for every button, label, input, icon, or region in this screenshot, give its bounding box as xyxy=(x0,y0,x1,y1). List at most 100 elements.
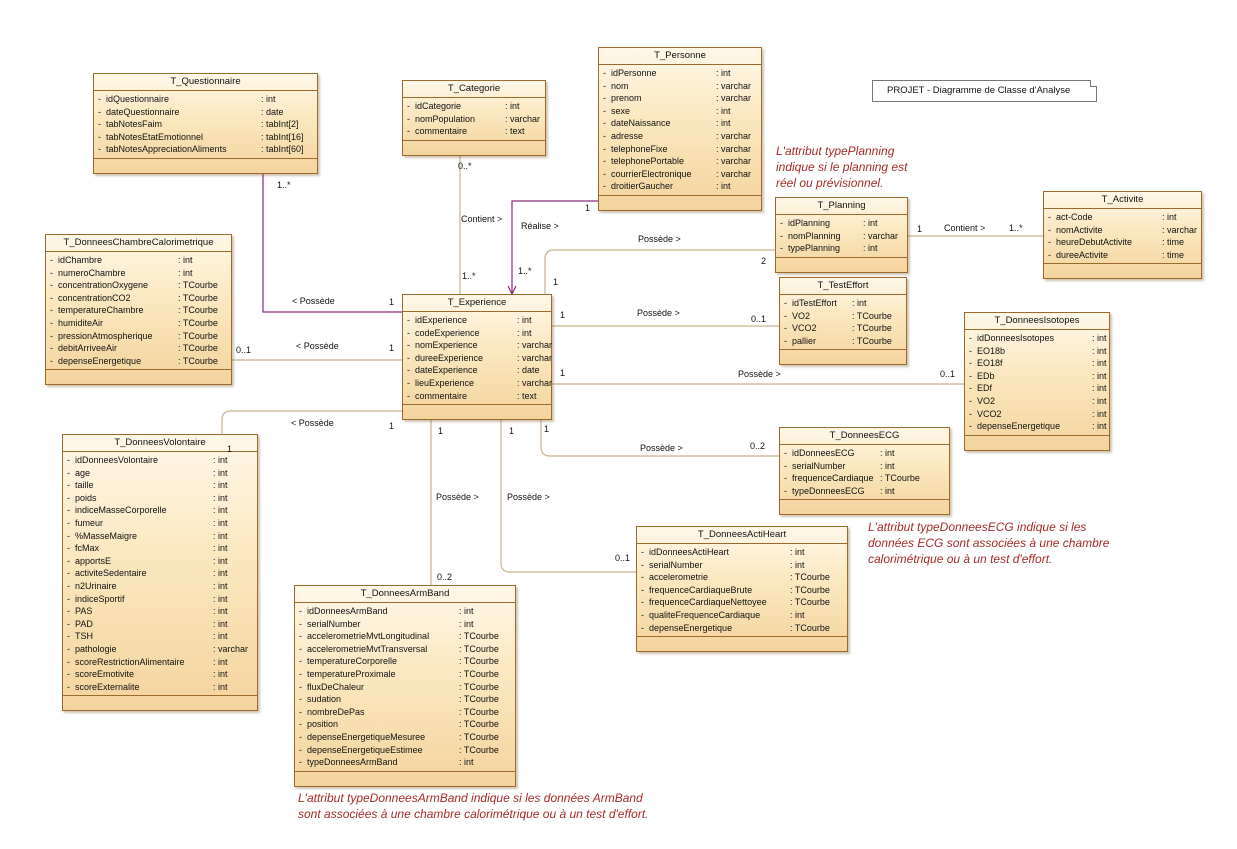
attribute-type: : int xyxy=(213,656,228,667)
attribute-type: : int xyxy=(213,681,228,692)
visibility-marker: - xyxy=(407,377,410,388)
operations-compartment xyxy=(295,772,515,786)
attribute-type: : int xyxy=(213,455,228,465)
attribute-type: : int xyxy=(1092,358,1107,369)
attribute-row: -n2Urinaire: int xyxy=(67,580,253,593)
attribute-row: -tabNotesFaim: tabInt[2] xyxy=(98,118,313,131)
class-t-categorie[interactable]: T_Categorie-idCategorie: int-nomPopulati… xyxy=(402,80,546,156)
visibility-marker: - xyxy=(299,731,302,742)
visibility-marker: - xyxy=(299,681,302,692)
attribute-row: -fluxDeChaleur: TCourbe xyxy=(299,681,511,694)
attribute-type: : int xyxy=(213,505,228,516)
attribute-row: -act-Code: int xyxy=(1048,211,1197,224)
visibility-marker: - xyxy=(50,267,53,278)
operations-compartment xyxy=(94,159,317,173)
link-experience-planning xyxy=(544,249,775,294)
visibility-marker: - xyxy=(299,606,302,616)
attribute-name: depenseEnergetique xyxy=(58,355,142,366)
visibility-marker: - xyxy=(784,448,787,458)
visibility-marker: - xyxy=(67,580,70,591)
visibility-marker: - xyxy=(67,480,70,491)
class-t-testeffort[interactable]: T_TestEffort-idTestEffort: int-VO2: TCou… xyxy=(779,277,907,366)
attribute-type: : TCourbe xyxy=(459,631,499,642)
attribute-name: accelerometrie xyxy=(649,572,709,583)
class-name: T_DonneesVolontaire xyxy=(63,435,257,452)
class-t-experience[interactable]: T_Experience-idExperience: int-codeExper… xyxy=(402,294,552,421)
attribute-row: -nombreDePas: TCourbe xyxy=(299,706,511,719)
attribute-list: -idDonneesArmBand: int-serialNumber: int… xyxy=(295,603,515,772)
attribute-type: : int xyxy=(863,243,878,254)
class-t-donnees-chambre-calorimetrique[interactable]: T_DonneesChambreCalorimetrique-idChambre… xyxy=(45,234,232,386)
attribute-type: : tabInt[16] xyxy=(261,131,304,142)
attribute-type: : int xyxy=(716,181,731,192)
attribute-name: idChambre xyxy=(58,255,103,265)
attribute-name: n2Urinaire xyxy=(75,580,117,591)
attribute-row: -EDf: int xyxy=(969,382,1107,395)
class-t-donnees-armband[interactable]: T_DonneesArmBand-idDonneesArmBand: int-s… xyxy=(294,585,516,787)
attribute-row: -temperatureChambre: TCourbe xyxy=(50,304,227,317)
visibility-marker: - xyxy=(67,606,70,617)
attribute-type: : varchar xyxy=(716,156,752,167)
attribute-row: -depenseEnergetique: int xyxy=(969,420,1107,433)
visibility-marker: - xyxy=(98,94,101,104)
visibility-marker: - xyxy=(603,130,606,141)
visibility-marker: - xyxy=(98,144,101,155)
attribute-type: : TCourbe xyxy=(790,622,830,633)
attribute-type: : int xyxy=(459,618,474,629)
visibility-marker: - xyxy=(299,618,302,629)
label-possede-armband: Possède > xyxy=(436,492,479,502)
attribute-name: VCO2 xyxy=(792,323,817,334)
attribute-name: idDonneesECG xyxy=(792,448,855,458)
mult-exp-categorie: 1..* xyxy=(462,271,476,281)
attribute-name: scoreRestrictionAlimentaire xyxy=(75,656,185,667)
attribute-type: : int xyxy=(213,543,228,554)
class-t-donnees-volontaire[interactable]: T_DonneesVolontaire-idDonneesVolontaire:… xyxy=(62,434,258,712)
attribute-name: heureDebutActivite xyxy=(1056,237,1133,248)
attribute-name: EO18f xyxy=(977,358,1003,369)
link-experience-ecg xyxy=(540,418,779,457)
visibility-marker: - xyxy=(50,317,53,328)
class-t-planning[interactable]: T_Planning-idPlanning: int-nomPlanning: … xyxy=(775,197,908,273)
attribute-type: : TCourbe xyxy=(178,317,218,328)
class-name: T_Questionnaire xyxy=(94,74,317,91)
mult-ecg: 0..2 xyxy=(750,441,766,451)
attribute-row: -tabNotesAppreciationAliments: tabInt[60… xyxy=(98,143,313,156)
attribute-type: : TCourbe xyxy=(178,355,218,366)
attribute-name: VO2 xyxy=(977,395,996,406)
visibility-marker: - xyxy=(969,408,972,419)
visibility-marker: - xyxy=(603,118,606,129)
attribute-row: -frequenceCardiaque: TCourbe xyxy=(784,472,945,485)
attribute-type: : TCourbe xyxy=(459,706,499,717)
attribute-row: -adresse: varchar xyxy=(603,130,757,143)
attribute-type: : int xyxy=(213,492,228,503)
class-t-activite[interactable]: T_Activite-act-Code: int-nomActivite: va… xyxy=(1043,191,1202,280)
link-volontaire-experience xyxy=(221,410,402,434)
attribute-type: : int xyxy=(1092,383,1107,394)
attribute-row: -nomPopulation: varchar xyxy=(407,113,541,126)
visibility-marker: - xyxy=(641,572,644,583)
attribute-type: : int xyxy=(213,606,228,617)
attribute-name: adresse xyxy=(611,130,644,141)
attribute-type: : date xyxy=(517,365,540,376)
mult-exp-actiheart: 1 xyxy=(509,426,515,436)
attribute-row: -dateQuestionnaire: date xyxy=(98,106,313,119)
attribute-name: pallier xyxy=(792,335,817,346)
mult-categorie: 0..* xyxy=(458,161,472,171)
attribute-name: depenseEnergetiqueEstimee xyxy=(307,744,423,755)
attribute-name: activiteSedentaire xyxy=(75,568,147,579)
attribute-type: : int xyxy=(459,757,474,768)
note-armband: L'attribut typeDonneesArmBand indique si… xyxy=(298,790,648,822)
attribute-row: -lieuExperience: varchar xyxy=(407,377,552,390)
class-t-questionnaire[interactable]: T_Questionnaire-idQuestionnaire: int-dat… xyxy=(93,73,318,174)
operations-compartment xyxy=(780,500,949,514)
class-t-donnees-ecg[interactable]: T_DonneesECG-idDonneesECG: int-serialNum… xyxy=(779,427,950,516)
class-t-personne[interactable]: T_Personne-idPersonne: int-nom: varchar-… xyxy=(598,47,762,211)
mult-exp-personne: 1..* xyxy=(518,266,532,276)
class-t-donnees-isotopes[interactable]: T_DonneesIsotopes-idDonneesIsotopes: int… xyxy=(964,312,1110,451)
class-t-donnees-actiheart[interactable]: T_DonneesActiHeart-idDonneesActiHeart: i… xyxy=(636,526,848,653)
attribute-type: : TCourbe xyxy=(459,744,499,755)
visibility-marker: - xyxy=(641,597,644,608)
visibility-marker: - xyxy=(299,757,302,768)
attribute-type: : varchar xyxy=(517,352,553,363)
visibility-marker: - xyxy=(407,390,410,401)
